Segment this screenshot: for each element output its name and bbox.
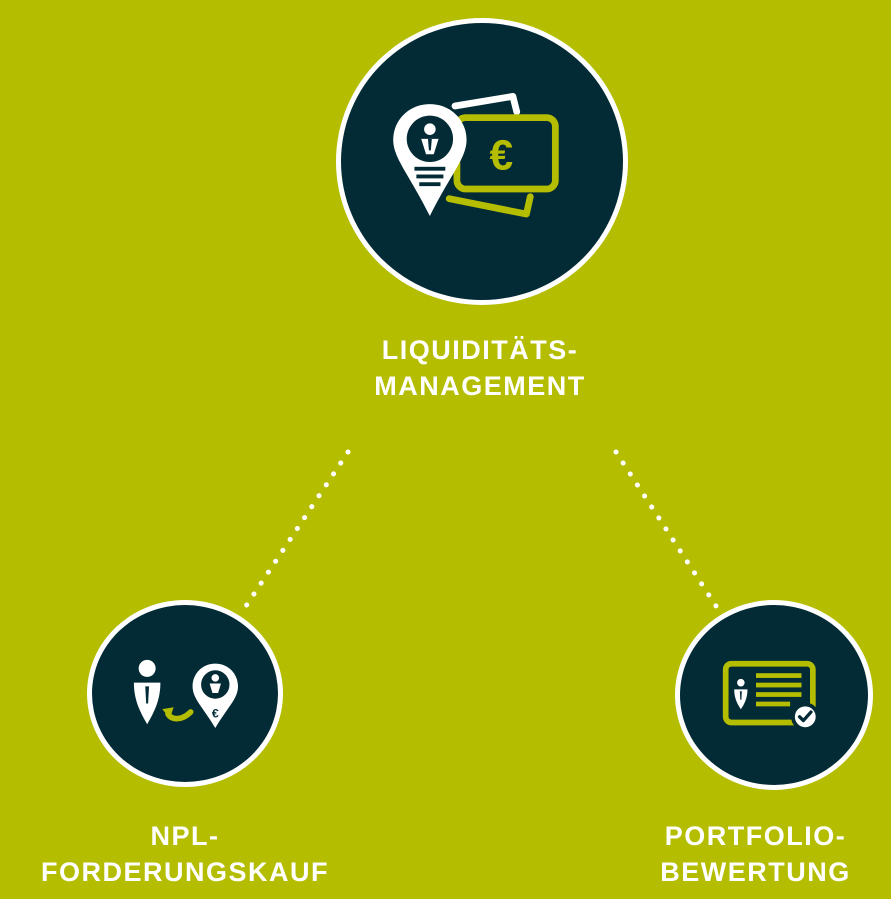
label-npl-forderungskauf: NPL- FORDERUNGSKAUF — [0, 818, 370, 891]
label-liquiditaetsmanagement: LIQUIDITÄTS- MANAGEMENT — [300, 332, 660, 405]
label-left-line2: FORDERUNGSKAUF — [41, 857, 329, 888]
connector-left — [243, 449, 351, 609]
node-npl-forderungskauf: € — [87, 600, 283, 787]
connector-right — [613, 449, 719, 609]
label-top-line2: MANAGEMENT — [374, 371, 586, 402]
label-left-line1: NPL- — [150, 821, 220, 851]
node-liquiditaetsmanagement: € — [336, 18, 628, 305]
label-portfolio-bewertung: PORTFOLIO- BEWERTUNG — [620, 818, 891, 891]
certificate-check-icon — [722, 660, 820, 731]
label-right-line1: PORTFOLIO- — [664, 821, 847, 851]
money-pin-icon: € — [393, 92, 559, 218]
node-portfolio-bewertung — [675, 600, 873, 790]
euro-glyph: € — [489, 132, 513, 179]
euro-glyph-small: € — [212, 707, 219, 721]
label-right-line2: BEWERTUNG — [660, 857, 851, 888]
label-top-line1: LIQUIDITÄTS- — [381, 335, 579, 365]
person-transfer-icon: € — [133, 659, 239, 729]
